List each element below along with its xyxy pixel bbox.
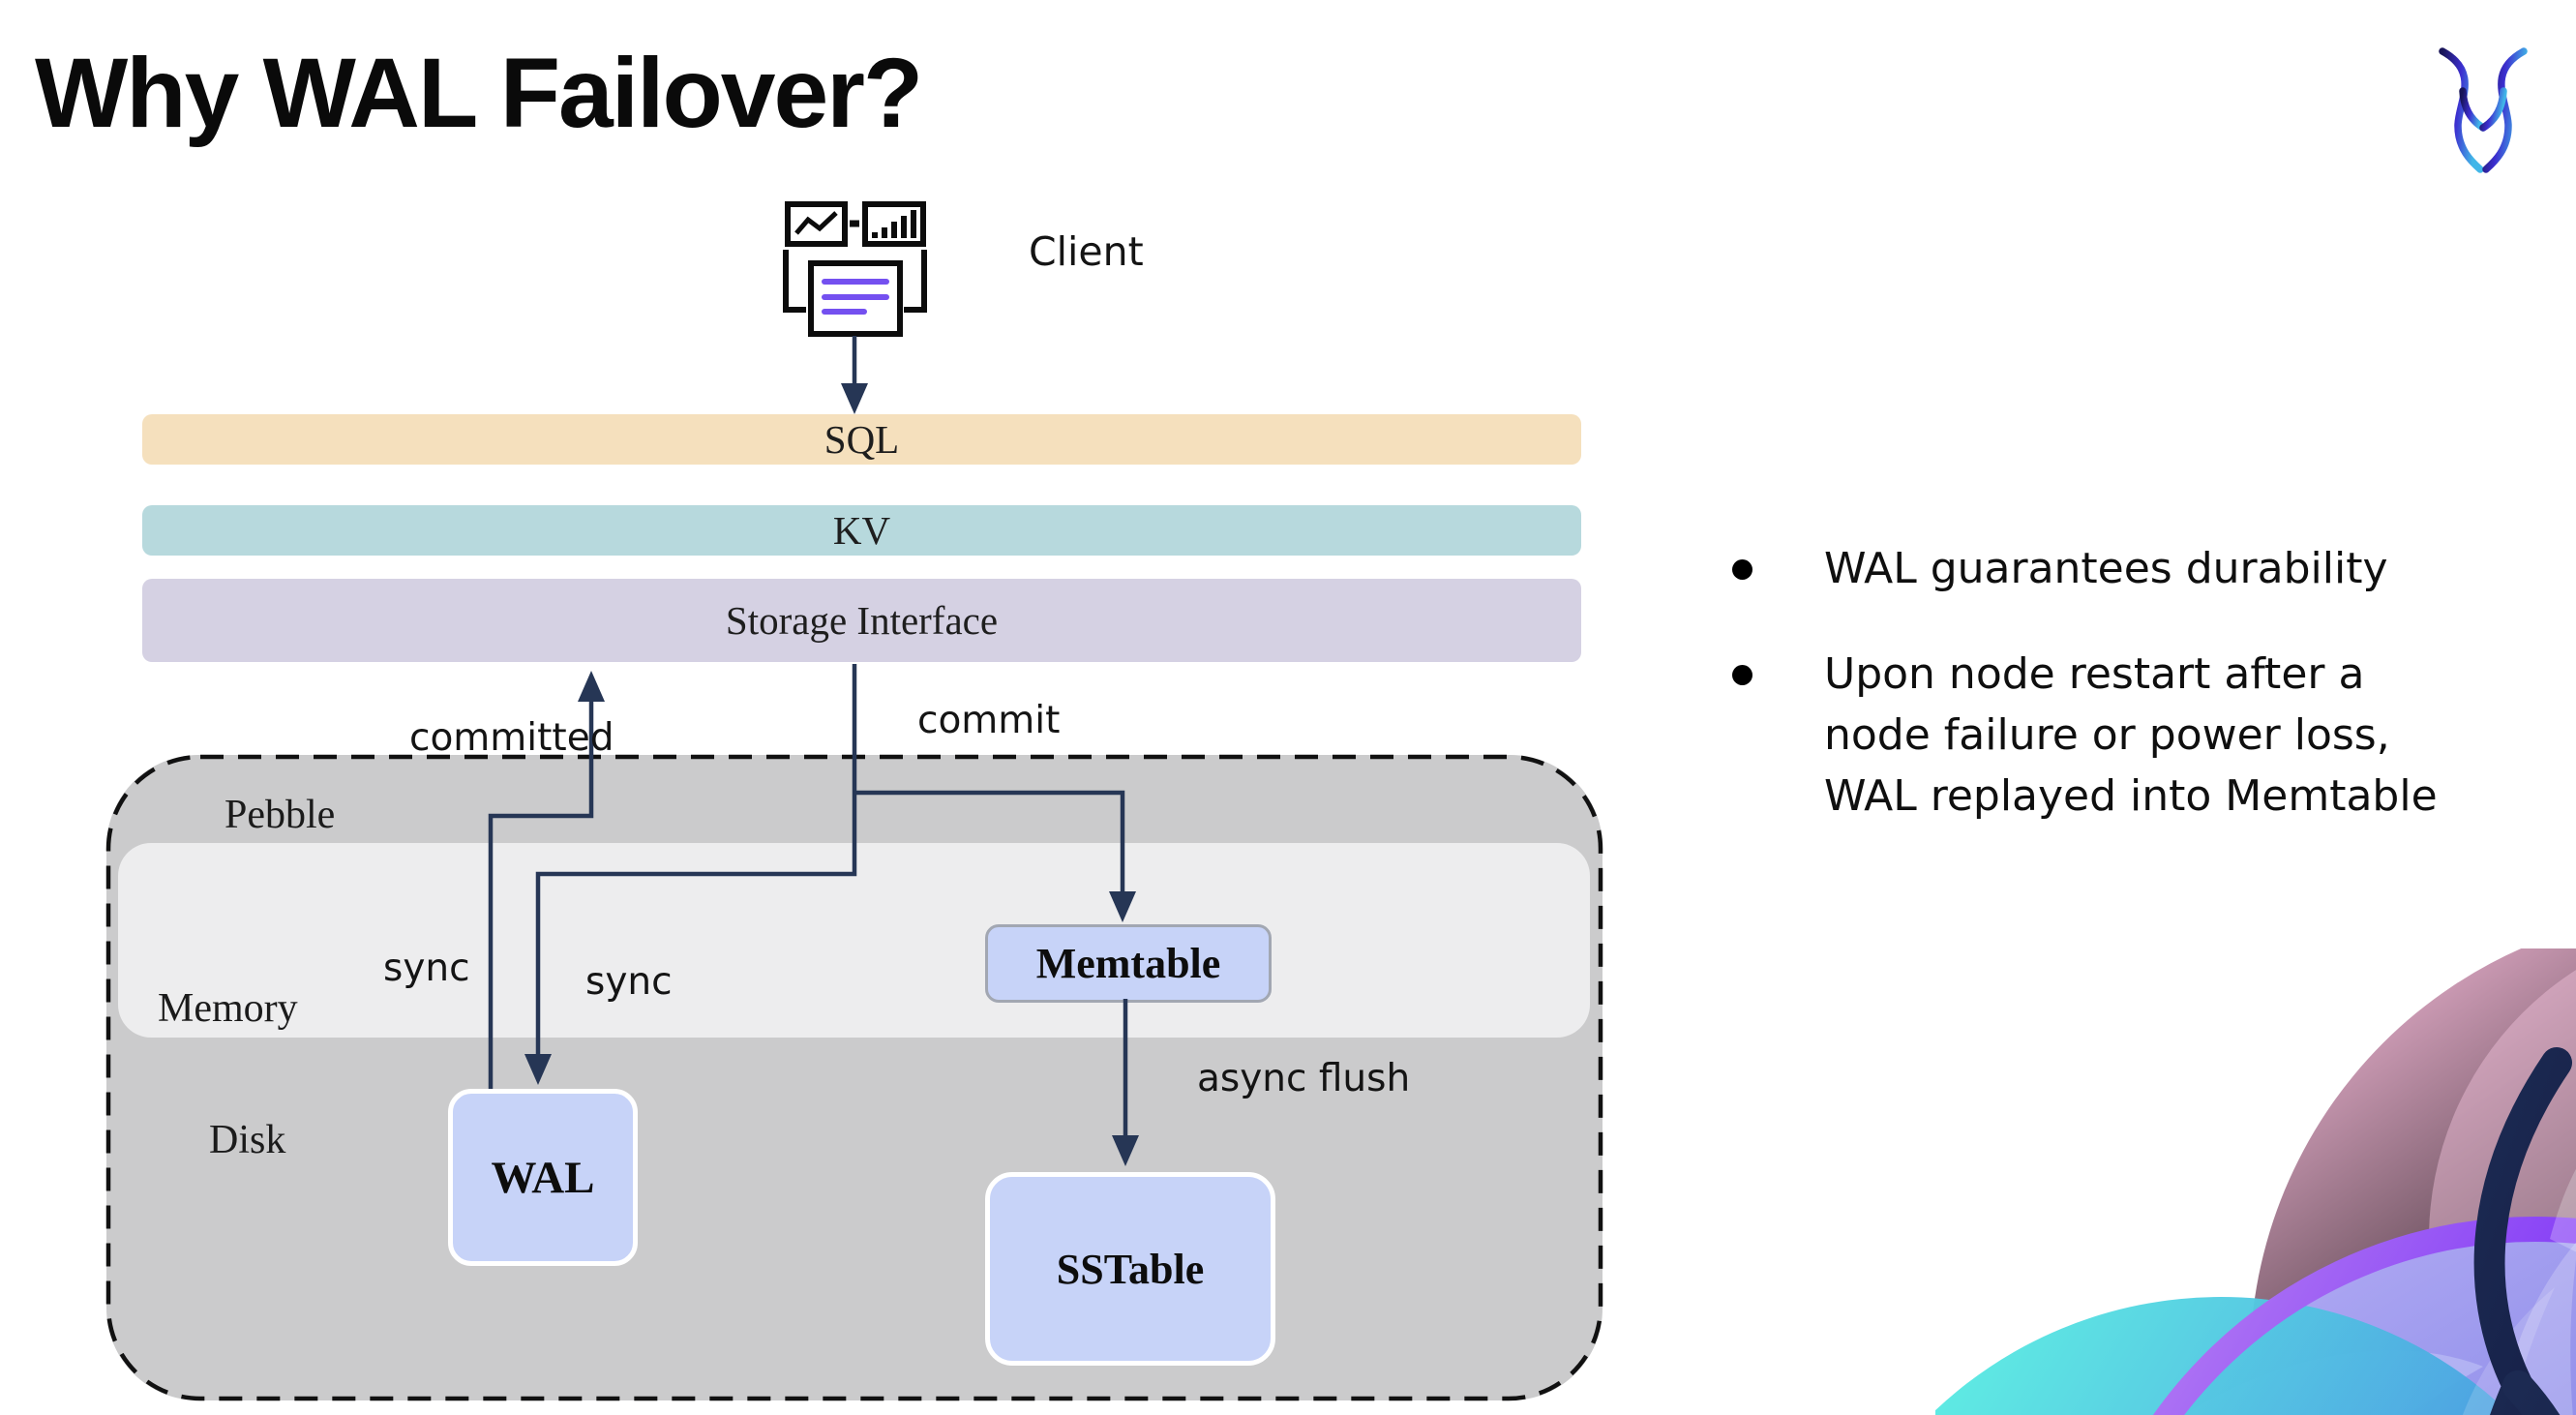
layer-label-sql: SQL (824, 417, 900, 462)
sync-left-edge-label: sync (383, 947, 470, 990)
bar-chart-monitor-icon (862, 201, 926, 247)
purple-rim-stroke (2153, 1217, 2576, 1415)
memory-label: Memory (158, 986, 298, 1031)
bullet-dot-icon (1732, 559, 1752, 580)
layer-bar-storage: Storage Interface (142, 579, 1581, 662)
layer-label-kv: KV (832, 508, 891, 553)
committed-edge-label: committed (409, 716, 614, 760)
layer-bar-sql: SQL (142, 414, 1581, 465)
line-chart-glyph (794, 211, 838, 235)
bullet-text: Upon node restart after a node failure o… (1824, 649, 2438, 821)
client-icon (783, 201, 927, 337)
left-bracket-icon (783, 250, 806, 313)
sync-right-edge-label: sync (585, 960, 673, 1004)
line-chart-monitor-icon (785, 201, 848, 247)
cockroachdb-logo-icon (2439, 47, 2528, 173)
page-title: Why WAL Failover? (35, 38, 923, 148)
commit-edge-label: commit (917, 699, 1061, 742)
document-lines-icon (822, 279, 889, 315)
list-item: WAL guarantees durability (1732, 538, 2545, 599)
arrowhead-sql (841, 383, 868, 414)
arrowhead-storage (578, 671, 605, 702)
pebble-label: Pebble (225, 793, 336, 837)
wal-label: WAL (491, 1152, 595, 1203)
navy-roach-strokes (2473, 1047, 2572, 1415)
async-flush-edge-label: async flush (1197, 1057, 1411, 1100)
layer-label-storage: Storage Interface (725, 598, 999, 643)
right-bracket-icon (904, 250, 927, 313)
sstable-label: SSTable (1056, 1245, 1205, 1293)
list-item: Upon node restart after a node failure o… (1732, 644, 2545, 827)
document-panel-icon (808, 260, 903, 337)
memory-zone (118, 843, 1590, 1038)
bar-chart-glyph (872, 210, 916, 238)
bullet-text: WAL guarantees durability (1824, 544, 2388, 593)
memtable-label: Memtable (1035, 940, 1221, 987)
bullet-dot-icon (1732, 665, 1752, 685)
memtable-node: Memtable (985, 924, 1272, 1003)
client-label: Client (1029, 228, 1144, 275)
brand-art-decoration (1935, 948, 2576, 1415)
bullet-list: WAL guarantees durability Upon node rest… (1732, 538, 2545, 871)
sstable-node: SSTable (985, 1172, 1275, 1366)
disk-label: Disk (209, 1118, 286, 1162)
layer-bar-kv: KV (142, 505, 1581, 556)
wal-node: WAL (448, 1089, 638, 1266)
